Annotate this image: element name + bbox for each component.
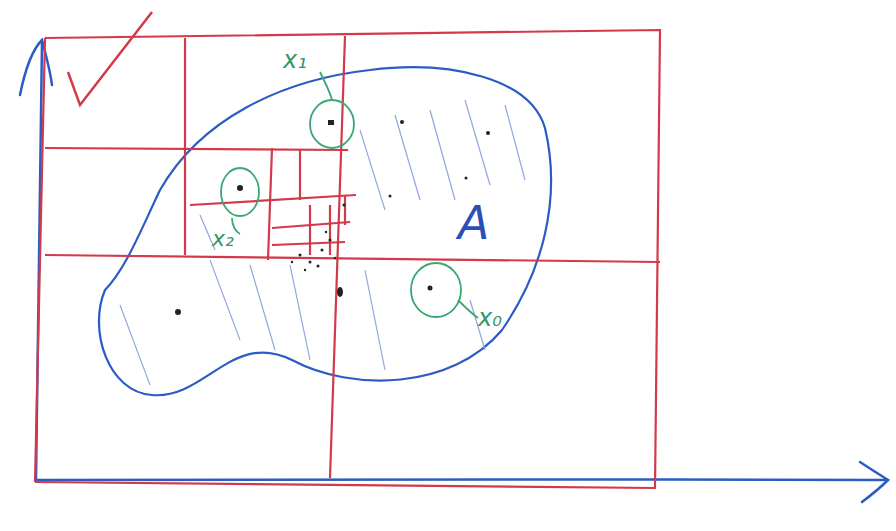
check-mark <box>68 12 152 105</box>
point-label: x₁ <box>283 48 307 72</box>
point-label: x₀ <box>478 306 502 330</box>
set-outline <box>99 67 551 395</box>
grid <box>35 30 660 488</box>
set-label: A <box>458 200 489 246</box>
hatching <box>120 100 525 385</box>
neighbourhoods <box>221 72 478 318</box>
points <box>175 120 490 315</box>
point-label: x₂ <box>212 228 234 250</box>
axes <box>20 40 888 502</box>
